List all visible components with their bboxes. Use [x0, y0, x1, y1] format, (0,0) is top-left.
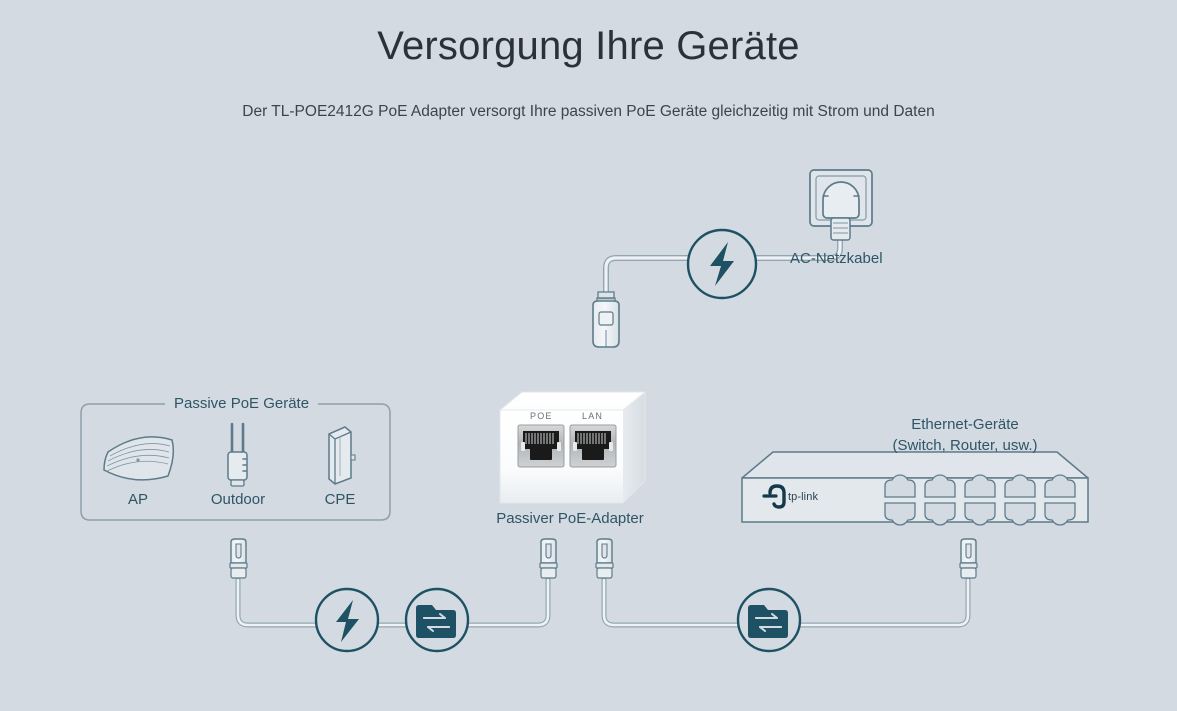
wall-socket-icon: [809, 169, 873, 241]
poe-adapter-device: [499, 391, 646, 504]
c13-power-connector-icon: [592, 291, 620, 348]
ethernet-switch-device: [741, 451, 1089, 526]
outdoor-access-point-icon: [227, 422, 248, 487]
adapter-port-lan: [569, 424, 617, 468]
rj45-plug-left-end: [539, 538, 558, 579]
cable-right-data: [595, 538, 978, 653]
data-badge-right-cable: [736, 587, 802, 653]
device-label-cpe: CPE: [324, 491, 356, 508]
device-label-outdoor: Outdoor: [210, 491, 266, 508]
ethernet-devices-label-line2: (Switch, Router, usw.): [892, 437, 1038, 454]
passive-poe-devices-box: [80, 403, 391, 521]
passive-poe-group-legend: Passive PoE Geräte: [165, 395, 319, 412]
tp-link-logo-icon: [762, 484, 786, 509]
cable-left-power-data: [229, 538, 558, 653]
ac-power-cable-label: AC-Netzkabel: [790, 250, 883, 267]
data-transfer-folder-icon: [416, 605, 456, 638]
adapter-port-label-lan: LAN: [582, 411, 604, 421]
ac-power-cable-group: [592, 169, 873, 348]
data-transfer-folder-icon: [748, 605, 788, 638]
power-badge-left-cable: [314, 587, 380, 653]
ethernet-devices-label-line1: Ethernet-Geräte: [911, 416, 1019, 433]
power-badge-ac: [686, 228, 758, 300]
adapter-port-poe: [517, 424, 565, 468]
lightning-bolt-icon: [710, 242, 734, 286]
ceiling-access-point-icon: [103, 436, 175, 481]
adapter-caption: Passiver PoE-Adapter: [496, 510, 644, 527]
cpe-device-icon: [328, 426, 356, 485]
page-subtitle: Der TL-POE2412G PoE Adapter versorgt Ihr…: [242, 103, 935, 120]
rj45-plug-left-start: [229, 538, 248, 579]
switch-port-row-bottom: [884, 502, 1076, 526]
data-badge-left-cable: [404, 587, 470, 653]
page-title: Versorgung Ihre Geräte: [377, 24, 800, 68]
rj45-plug-right-start: [595, 538, 614, 579]
switch-port-row-top: [884, 474, 1076, 498]
adapter-port-label-poe: POE: [530, 411, 553, 421]
device-label-ap: AP: [127, 491, 148, 508]
rj45-plug-right-end: [959, 538, 978, 579]
lightning-bolt-icon: [336, 600, 359, 642]
switch-brand-label: tp-link: [788, 491, 819, 503]
